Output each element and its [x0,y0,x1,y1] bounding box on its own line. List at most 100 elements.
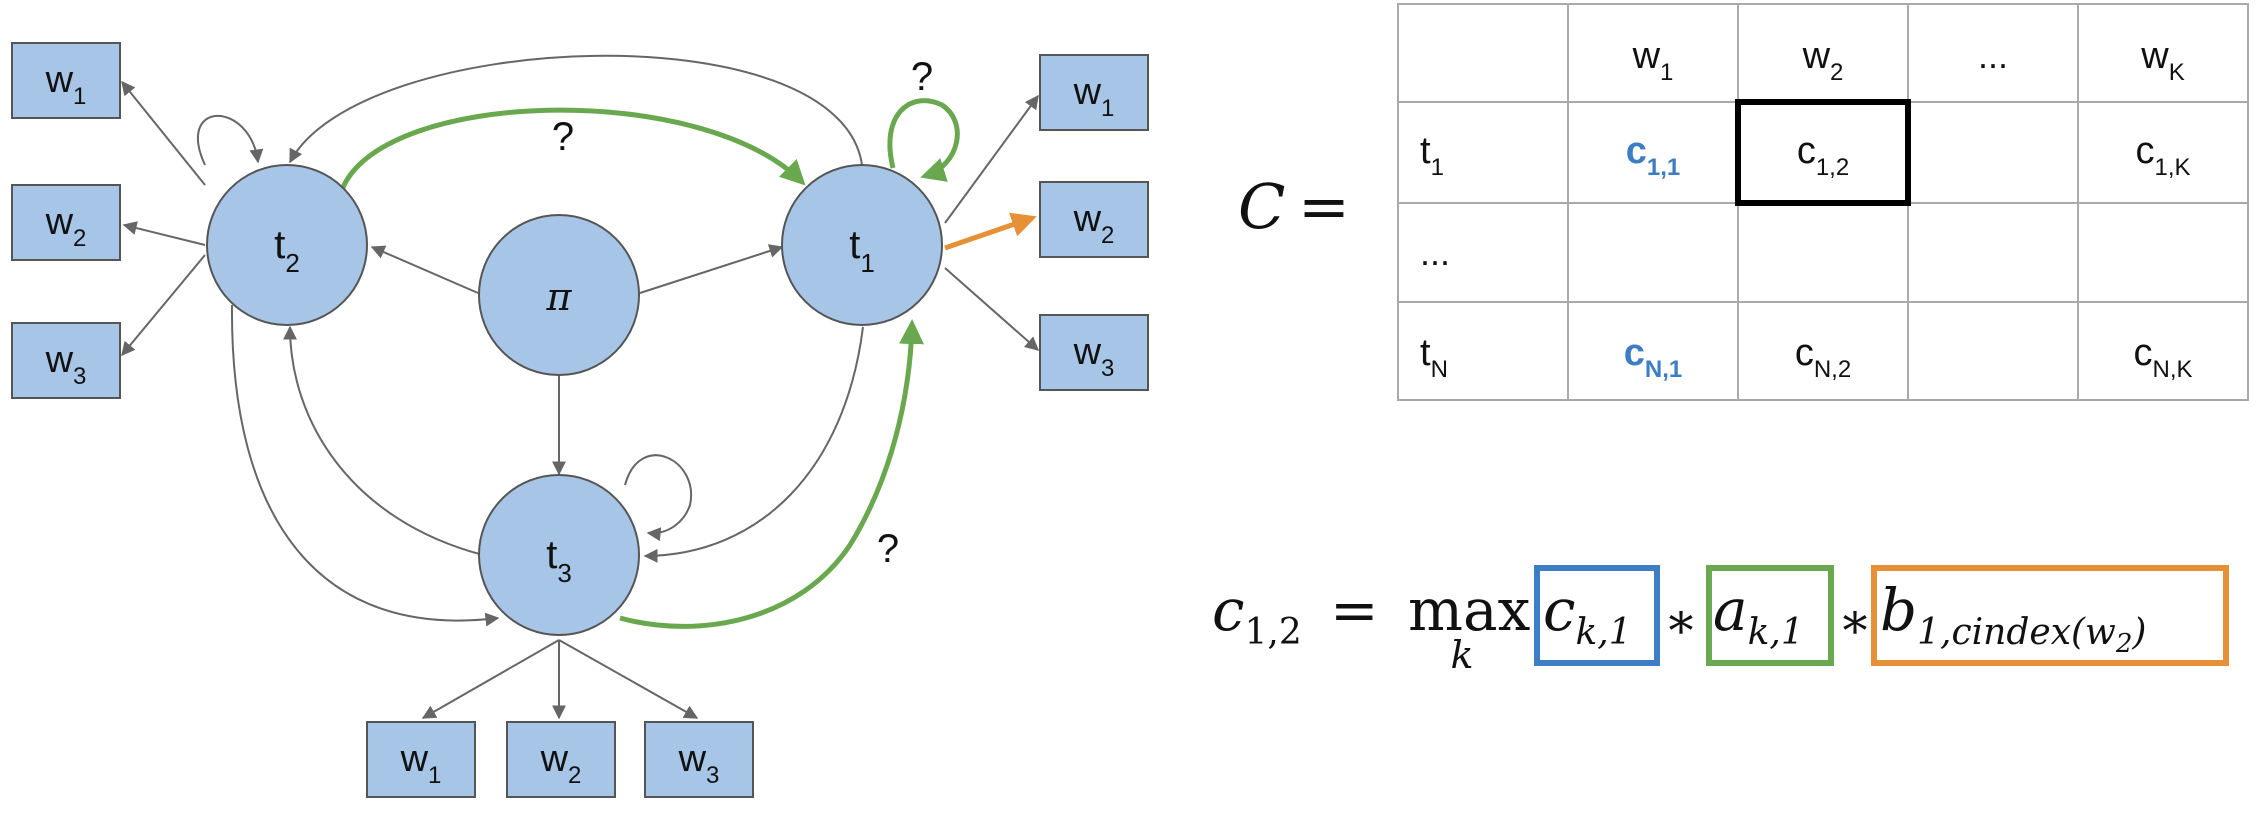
formula-equals: = [1330,576,1379,644]
state-node-t2: t2 [206,164,368,326]
graph-edges [121,54,1040,720]
emission-sub: 1 [73,83,86,110]
cell-c11-sub: 1,1 [1647,154,1680,181]
svg-text:w3: w3 [45,339,87,390]
edge-t2-self [197,115,264,166]
edge-t2-w3-left [121,254,206,357]
cell-cN2: c [1795,332,1814,374]
edge-t1-w1-right [944,94,1039,224]
question-mark-t3-t1: ? [877,527,899,571]
formula-term3-box [1871,565,2229,666]
header-w2: w [1802,35,1831,77]
emission-left-w3: w3 [11,322,121,399]
emission-sub: 1 [1101,95,1114,122]
matrix-cell-highlight-box [1735,99,1911,206]
svg-text:c1,2: c1,2 [1212,576,1302,653]
svg-text:t1: t1 [849,223,875,278]
state-sub-t1: 1 [860,248,874,278]
edge-t1-w2-right-orange [944,212,1037,251]
svg-text:tN: tN [1420,332,1448,383]
edge-pi-t2 [370,245,479,294]
cell-cN2-sub: N,2 [1814,356,1851,383]
header-w1-sub: 1 [1660,59,1673,86]
row-label-ellipsis: ... [1420,232,1450,273]
header-wK: w [2140,35,2169,77]
formula-term1-box [1534,565,1660,666]
edge-t2-w1-left [121,80,206,186]
emission-bottom-w2: w2 [506,721,616,798]
emission-bottom-w1: w1 [366,721,476,798]
formula-times-1: ∗ [1664,592,1698,650]
matrix-equals: = [1298,170,1350,243]
question-mark-t1-self: ? [911,55,933,99]
formula-lhs: c [1212,576,1244,644]
svg-text:w1: w1 [400,738,442,789]
svg-text:w1: w1 [45,59,87,110]
emission-sub: 3 [1101,355,1114,382]
svg-text:w1: w1 [1073,71,1115,122]
viterbi-formula: c1,2 = max k ck,1 ∗ ak,1 ∗ b1,cindex(w2) [1212,565,2229,677]
state-node-t1: t1 [781,164,943,326]
edge-t1-self-green [887,98,960,182]
edge-t2-w2-left [122,221,206,246]
edge-pi-t1 [639,244,784,294]
state-label-t2: t [274,223,285,267]
svg-text:c1,1: c1,1 [1626,130,1681,181]
matrix-table: w1 w2 ... wK t1 c1,1 c1,2 c1,K ... tN cN… [1397,3,2249,401]
question-mark-top: ? [552,115,574,159]
svg-text:t3: t3 [546,533,572,588]
cell-cN1-sub: N,1 [1645,356,1682,383]
cell-c11: c [1626,130,1647,172]
row-label-tN: t [1420,332,1431,374]
formula-max-sub: k [1450,633,1473,677]
svg-text:c1,K: c1,K [2135,130,2190,181]
header-w1: w [1632,35,1661,77]
edge-t3-t2 [283,325,484,556]
emission-label: w [45,201,74,243]
edge-t3-w3-bottom [558,639,699,719]
cell-c1K: c [2135,130,2154,172]
formula-term3-sub-close: ) [2131,612,2146,653]
svg-text:cN,2: cN,2 [1795,332,1851,383]
svg-text:c1,2: c1,2 [1797,130,1849,181]
formula-lhs-sub: 1,2 [1244,612,1301,653]
formula-term3: b [1880,576,1917,644]
state-node-t3: t3 [478,474,640,636]
row-label-t1: t [1420,130,1431,172]
state-label-t3: t [546,533,557,577]
cell-cNK-sub: N,K [2152,356,2192,383]
state-sub-t3: 3 [557,558,571,588]
emission-sub: 1 [428,762,441,789]
emission-label: w [1073,198,1102,240]
state-label-pi: π [546,275,573,319]
svg-text:t1: t1 [1420,130,1444,181]
emission-label: w [678,738,707,780]
formula-term2-sub: k,1 [1748,612,1804,653]
row-label-t1-sub: 1 [1431,154,1444,181]
emission-left-w1: w1 [11,42,121,119]
emission-sub: 2 [73,225,86,252]
svg-text:cN,1: cN,1 [1624,332,1683,383]
cell-c12-sub: 1,2 [1816,154,1849,181]
edge-t2-t1-green [339,107,806,191]
emission-label: w [1073,331,1102,373]
state-node-pi: π [478,214,640,376]
emission-sub: 3 [73,363,86,390]
formula-term1-sub: k,1 [1575,612,1631,653]
svg-text:w1: w1 [1632,35,1674,86]
formula-term2-box [1706,565,1834,666]
cell-cNK: c [2133,332,2152,374]
header-w2-sub: 2 [1830,59,1843,86]
edge-t1-t3 [643,326,864,563]
cell-cN1: c [1624,332,1645,374]
cell-c1K-sub: 1,K [2154,154,2190,181]
emission-sub: 2 [1101,222,1114,249]
emission-label: w [45,59,74,101]
svg-text:w2: w2 [45,201,87,252]
svg-text:cN,K: cN,K [2133,332,2192,383]
formula-max: max [1408,576,1530,644]
emission-right-w3: w3 [1039,314,1149,391]
formula-term3-sub: 1,cindex(w [1917,612,2116,653]
formula-term1: c [1543,576,1575,644]
